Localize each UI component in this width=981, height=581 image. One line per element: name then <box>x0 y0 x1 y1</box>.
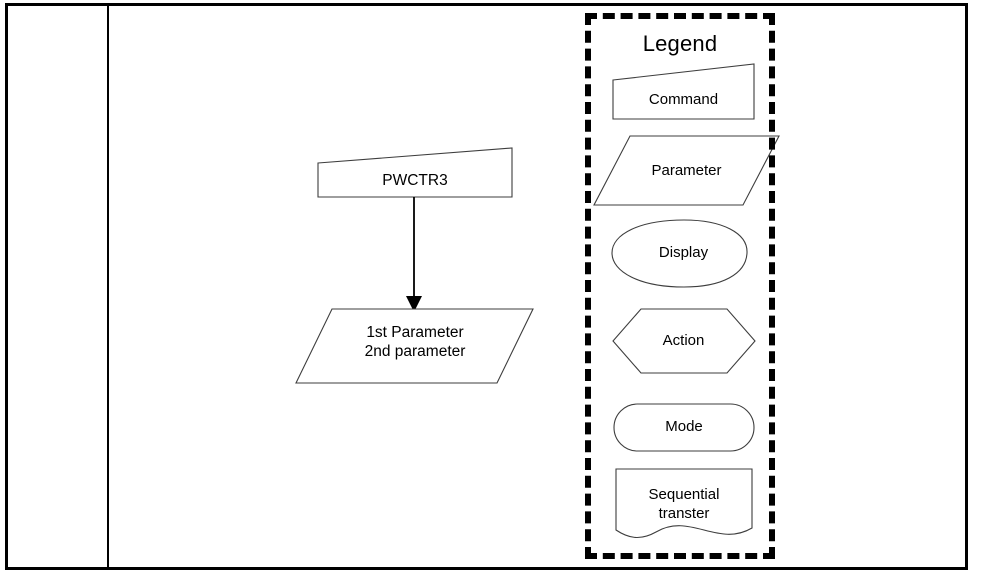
legend-parameter-label: Parameter <box>651 162 722 179</box>
legend-sequential-shape[interactable] <box>615 468 753 538</box>
legend-title: Legend <box>642 31 718 56</box>
legend-mode-label: Mode <box>665 418 703 435</box>
legend-container <box>585 13 775 559</box>
column-divider <box>107 6 109 570</box>
legend-display-shape[interactable] <box>611 219 748 288</box>
legend-mode-shape[interactable] <box>613 403 755 452</box>
pwctr3-command-label: PWCTR3 <box>382 172 448 189</box>
legend-command-label: Command <box>648 91 719 108</box>
empty-side-column <box>8 6 107 570</box>
legend-command-shape[interactable] <box>612 63 755 120</box>
page-border <box>5 3 968 570</box>
legend-sequential-label-line2: transter <box>658 505 710 522</box>
command-to-parameter-arrowhead <box>406 296 422 312</box>
pwctr3-parameter-shape[interactable] <box>295 308 534 384</box>
legend-action-label: Action <box>662 332 705 349</box>
legend-action-shape[interactable] <box>612 308 756 374</box>
pwctr3-parameter-label-line2: 2nd parameter <box>364 343 466 360</box>
pwctr3-command-shape[interactable] <box>317 147 513 198</box>
legend-parameter-shape[interactable] <box>593 135 780 206</box>
legend-sequential-label-line1: Sequential <box>648 486 720 503</box>
legend-display-label: Display <box>658 244 709 261</box>
pwctr3-parameter-label-line1: 1st Parameter <box>366 324 464 341</box>
